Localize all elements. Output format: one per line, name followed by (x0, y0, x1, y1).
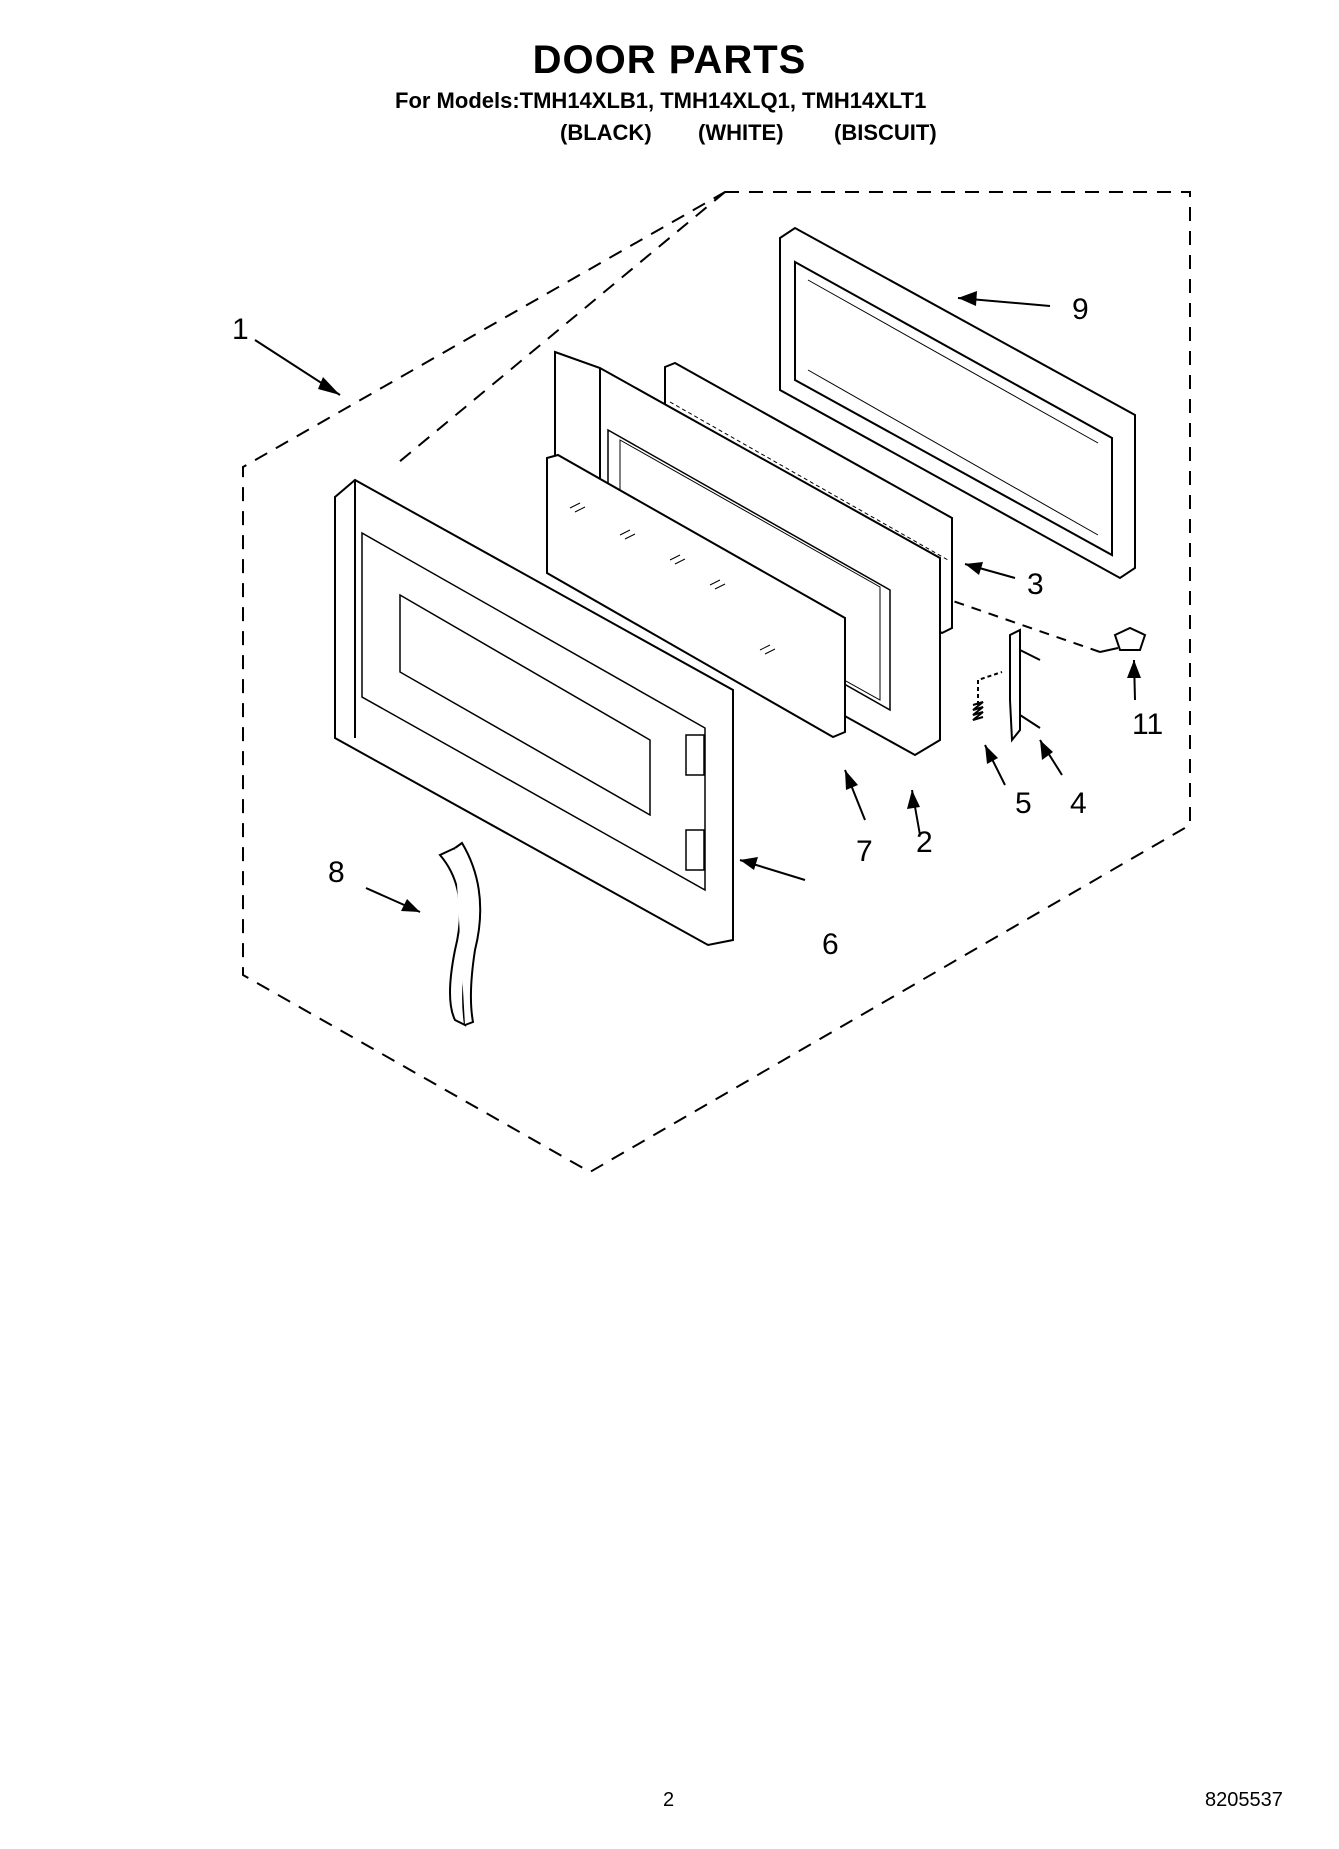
part-5-spring (972, 671, 1003, 721)
arrow-heads (318, 291, 1141, 912)
callout-8: 8 (328, 856, 345, 889)
models-line: For Models:TMH14XLB1, TMH14XLQ1, TMH14XL… (395, 88, 927, 113)
callout-1: 1 (232, 313, 249, 346)
part-8-handle (438, 841, 482, 1027)
callout-9: 9 (1072, 293, 1089, 326)
color-black: (BLACK) (560, 120, 652, 145)
doc-number: 8205537 (1205, 1789, 1283, 1811)
page-number: 2 (663, 1789, 675, 1811)
callout-3: 3 (1027, 568, 1044, 601)
part-4-latch (1009, 628, 1041, 743)
callout-6: 6 (822, 928, 839, 961)
part-6-outer-door (334, 478, 734, 947)
callout-2: 2 (916, 826, 933, 859)
assembly-boundary (242, 191, 1191, 1174)
color-biscuit: (BISCUIT) (834, 120, 937, 145)
callout-4: 4 (1070, 787, 1087, 820)
callout-5: 5 (1015, 787, 1032, 820)
page-title: DOOR PARTS (532, 38, 807, 82)
callout-7: 7 (856, 835, 873, 868)
part-11-screw (949, 599, 1147, 653)
part-9-frame (779, 226, 1136, 580)
part-7-glass (546, 453, 846, 739)
color-white: (WHITE) (698, 120, 784, 145)
callout-11: 11 (1132, 708, 1164, 741)
